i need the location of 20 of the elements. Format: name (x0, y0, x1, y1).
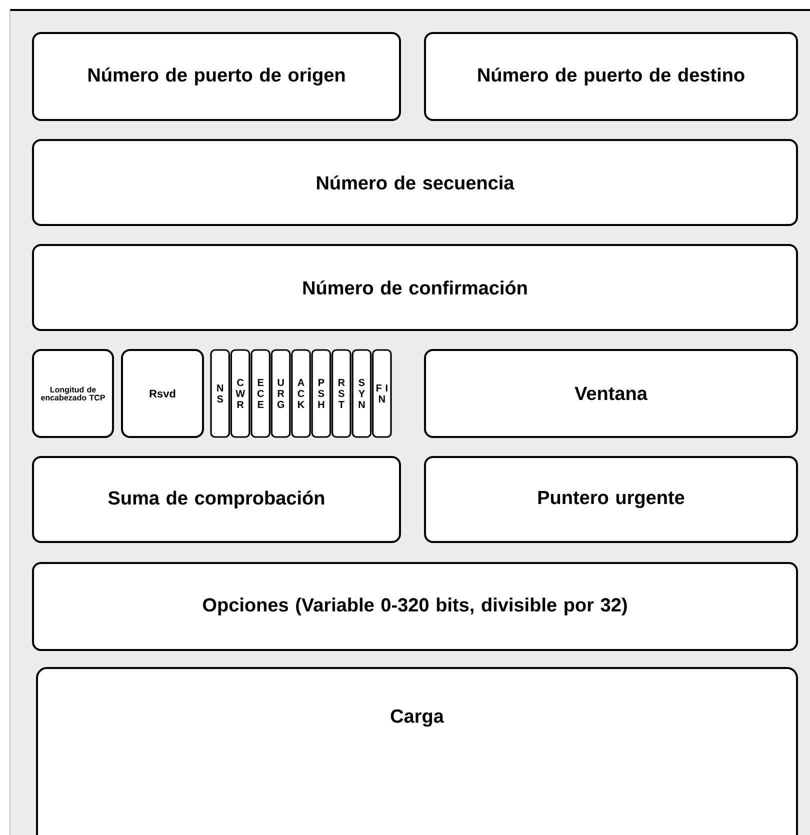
field-box: Ventana (424, 349, 798, 438)
field-box: Suma de comprobación (32, 456, 401, 543)
flag-box: S Y N (352, 349, 372, 438)
field-box: Número de secuencia (32, 139, 798, 226)
payload-box: Carga (36, 667, 798, 835)
flag-box: P S H (311, 349, 332, 438)
field-box: Longitud de encabezado TCP (32, 349, 114, 438)
flag-box: C W R (230, 349, 250, 438)
field-box: Número de puerto de destino (424, 32, 798, 121)
field-box: Número de confirmación (32, 244, 798, 331)
flag-box: E C E (250, 349, 270, 438)
field-box: Puntero urgente (424, 456, 798, 543)
flag-box: A C K (291, 349, 311, 438)
field-box: Rsvd (121, 349, 204, 438)
flag-box: F I N (372, 349, 392, 438)
flag-box: N S (210, 349, 230, 438)
field-box: Opciones (Variable 0-320 bits, divisible por 32) (32, 562, 798, 651)
flag-box: U R G (270, 349, 291, 438)
flag-box: R S T (332, 349, 352, 438)
field-box: Número de puerto de origen (32, 32, 401, 121)
